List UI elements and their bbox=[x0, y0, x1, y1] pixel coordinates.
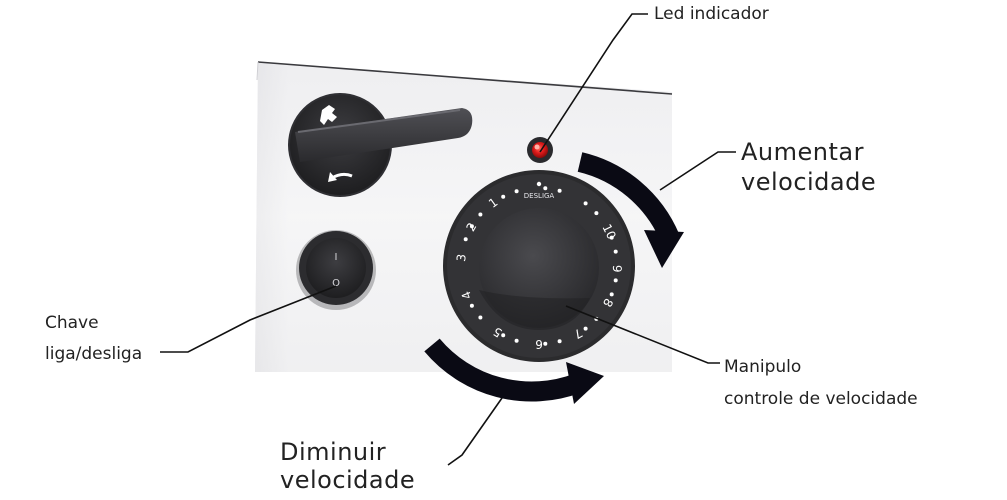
led-indicator bbox=[527, 137, 553, 163]
knob-scale-dot bbox=[613, 278, 618, 283]
increase-speed-label-line1: Aumentar bbox=[741, 138, 864, 166]
knob-scale-dot bbox=[613, 249, 618, 254]
speed-knob-label-line1: Manipulo bbox=[724, 357, 802, 377]
main-lever-switch[interactable] bbox=[288, 93, 473, 197]
increase-leader-line bbox=[659, 151, 736, 191]
knob-scale-dot bbox=[609, 235, 614, 240]
decrease-leader-line bbox=[447, 397, 503, 466]
switch-on-symbol: I bbox=[335, 252, 338, 263]
knob-scale-dot bbox=[501, 194, 506, 199]
knob-scale-dot bbox=[478, 315, 483, 320]
knob-scale-dot bbox=[501, 333, 506, 338]
return-arrow-icon bbox=[328, 172, 353, 182]
knob-scale-dot bbox=[557, 188, 562, 193]
knob-scale-number: 10 bbox=[599, 222, 618, 242]
knob-scale-dot bbox=[514, 338, 519, 343]
knob-scale-dot bbox=[557, 339, 562, 344]
increase-speed-label-line2: velocidade bbox=[741, 168, 877, 196]
knob-scale-dot bbox=[469, 303, 474, 308]
knob-scale-dot bbox=[478, 212, 483, 217]
power-switch-label-line2: liga/desliga bbox=[45, 344, 143, 364]
switch-leader-line bbox=[160, 285, 337, 353]
knob-scale-number: 3 bbox=[454, 253, 469, 262]
led-leader-line bbox=[539, 13, 648, 153]
decrease-speed-label-line2: velocidade bbox=[280, 466, 416, 494]
switch-off-symbol: O bbox=[332, 278, 340, 289]
speed-knob-label-line2: controle de velocidade bbox=[724, 389, 918, 409]
decrease-arrow-icon bbox=[424, 338, 604, 404]
knob-scale-dot bbox=[609, 292, 614, 297]
rotate-arrow-icon bbox=[320, 105, 337, 125]
knob-scale-number: 6 bbox=[535, 337, 543, 351]
knob-scale-dot bbox=[463, 237, 468, 242]
knob-scale-dot bbox=[469, 224, 474, 229]
power-switch[interactable]: I O bbox=[296, 230, 376, 310]
knob-scale-dot bbox=[514, 189, 519, 194]
knob-scale-dot bbox=[594, 211, 599, 216]
led-indicator-label: Led indicador bbox=[654, 4, 769, 24]
increase-arrow-icon bbox=[577, 152, 684, 268]
leader-lines bbox=[160, 13, 736, 466]
knob-scale-number: 9 bbox=[610, 265, 624, 273]
knob-top-marker bbox=[536, 181, 542, 187]
knob-scale-dot bbox=[583, 326, 588, 331]
knob-scale-dot bbox=[543, 341, 548, 346]
power-switch-label-line1: Chave bbox=[45, 313, 99, 333]
knob-scale-dot bbox=[583, 201, 588, 206]
knob-off-label: DESLIGA bbox=[524, 192, 555, 200]
knob-scale-dot bbox=[543, 186, 548, 191]
knob-leader-line bbox=[565, 305, 720, 364]
decrease-speed-label-line1: Diminuir bbox=[280, 438, 387, 466]
